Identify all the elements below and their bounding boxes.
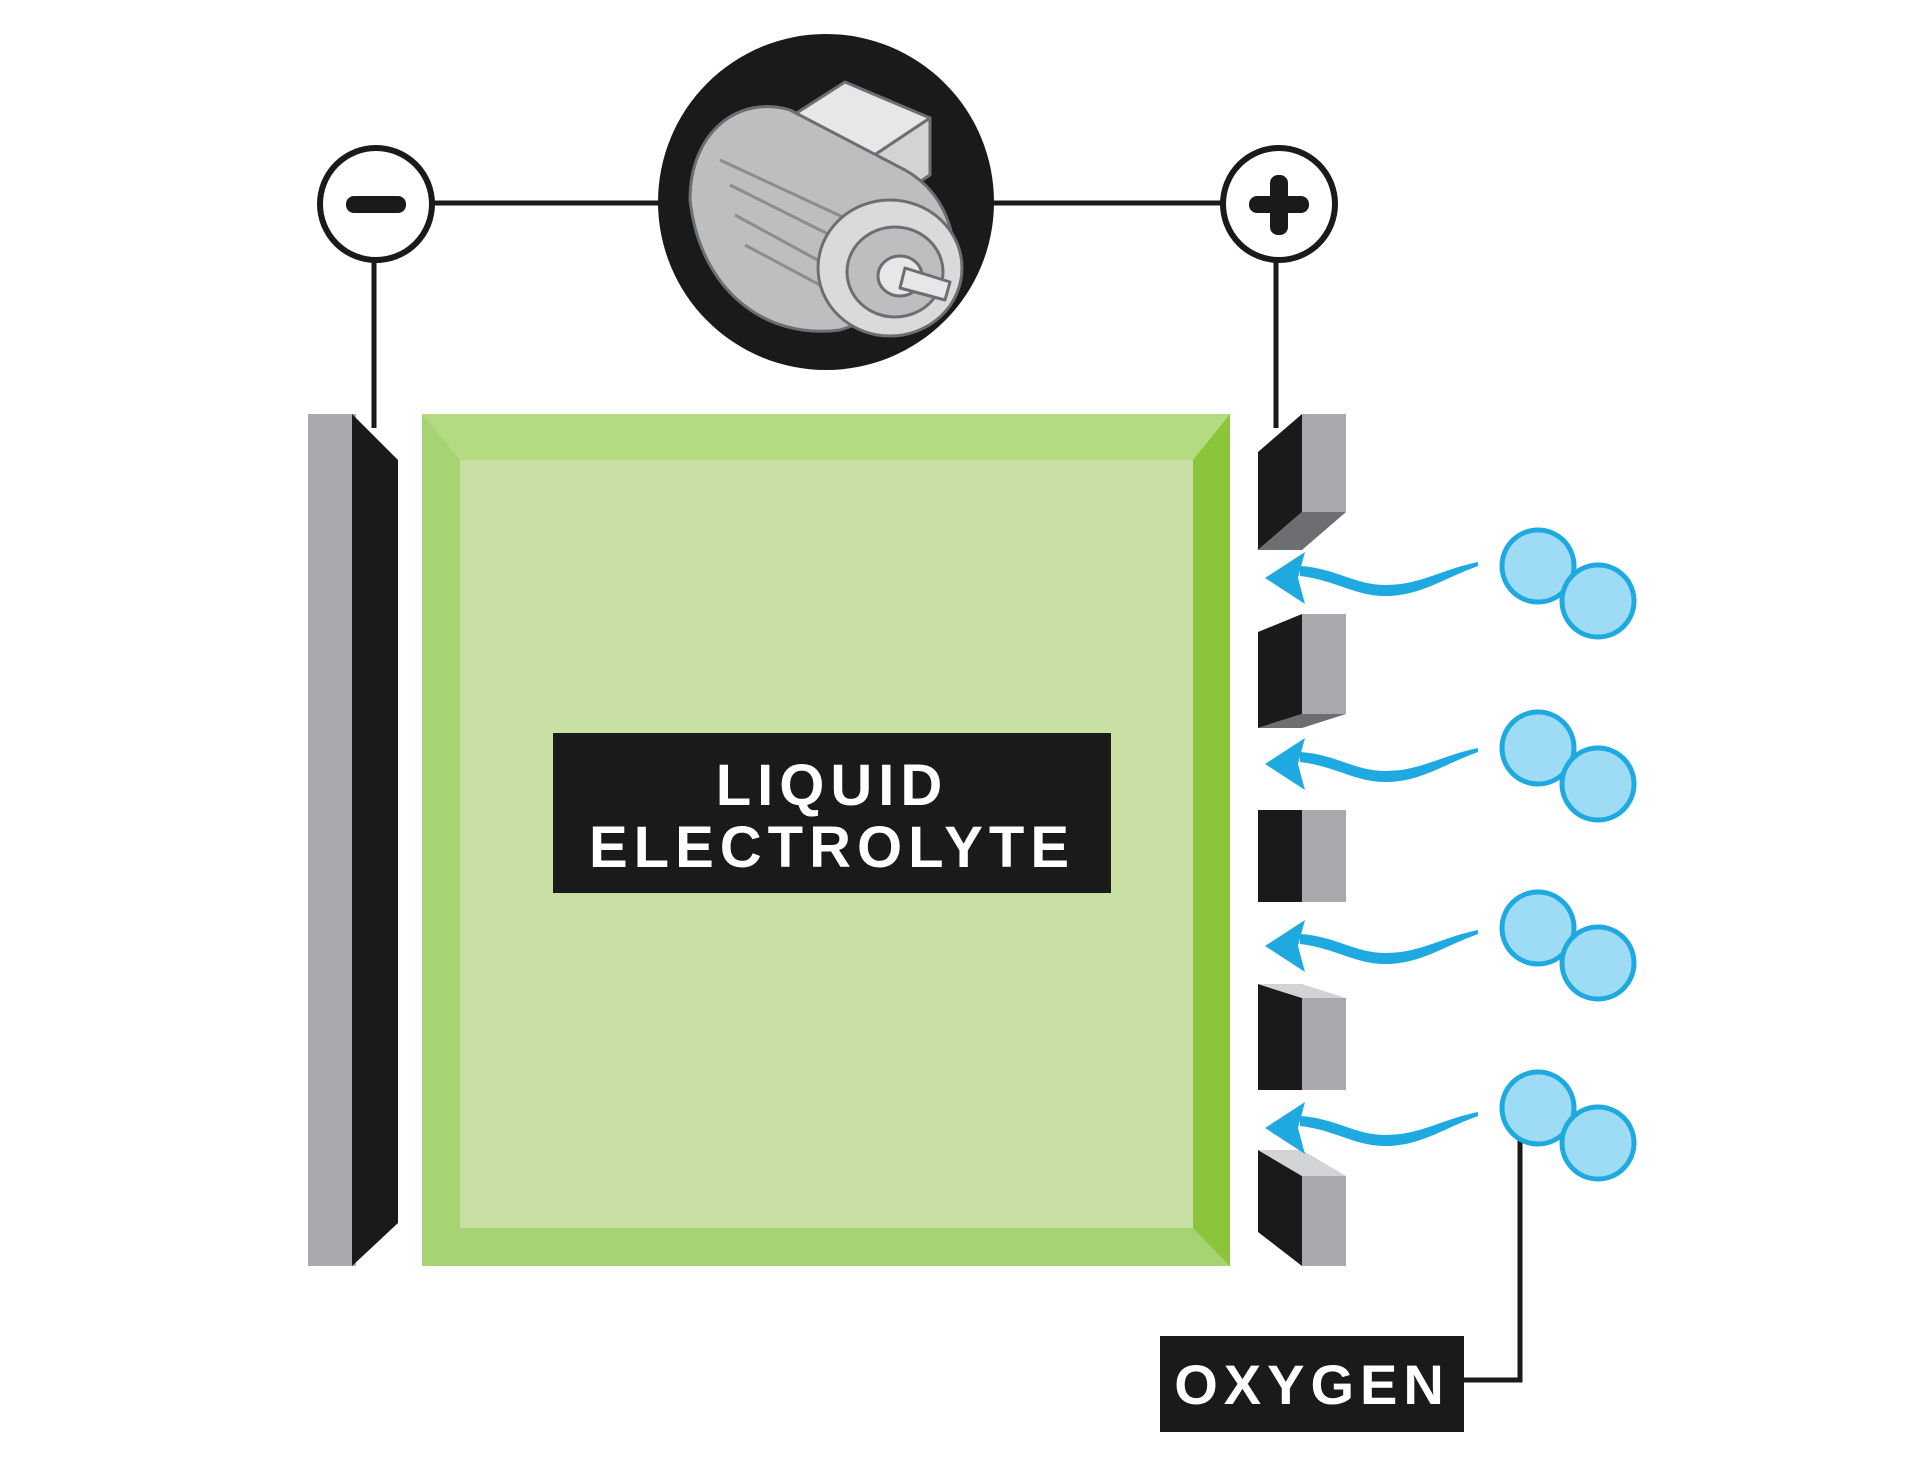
oxygen-molecules bbox=[1499, 527, 1637, 1182]
airflow-arrow-icon bbox=[1265, 738, 1478, 790]
anode-dark-face bbox=[352, 414, 398, 1266]
electrolyte-label-line1: LIQUID bbox=[716, 753, 949, 818]
positive-terminal bbox=[1220, 145, 1338, 263]
cathode-block bbox=[1258, 1150, 1346, 1266]
anode-gray-face bbox=[308, 414, 356, 1266]
airflow-arrows bbox=[1265, 552, 1478, 1154]
oxygen-label-text: OXYGEN bbox=[1174, 1353, 1450, 1416]
oxygen-molecule-icon bbox=[1499, 889, 1637, 1002]
oxygen-label-background bbox=[1160, 1336, 1464, 1432]
oxygen-molecule-icon bbox=[1499, 1069, 1637, 1182]
electric-motor-icon bbox=[658, 34, 994, 370]
oxygen-molecule-icon bbox=[1499, 709, 1637, 823]
cathode-block bbox=[1258, 984, 1346, 1090]
electrolyte-label-background bbox=[553, 733, 1111, 893]
electrolyte-frame-right-bevel bbox=[1193, 414, 1230, 1266]
electrolyte-label: LIQUID ELECTROLYTE bbox=[553, 733, 1111, 893]
airflow-arrow-icon bbox=[1265, 552, 1478, 604]
electrolyte-label-line2: ELECTROLYTE bbox=[589, 815, 1075, 880]
minus-icon bbox=[346, 196, 406, 213]
airflow-arrow-icon bbox=[1265, 920, 1478, 972]
plus-icon bbox=[1249, 175, 1309, 235]
cathode-electrode bbox=[1258, 414, 1346, 1266]
oxygen-molecule-icon bbox=[1499, 527, 1637, 640]
anode-electrode bbox=[308, 414, 398, 1266]
cathode-block bbox=[1258, 414, 1346, 550]
wire-oxygen-leader bbox=[1460, 1137, 1523, 1383]
negative-terminal bbox=[317, 145, 435, 263]
cathode-block bbox=[1258, 614, 1346, 728]
electrolyte-frame-top-bevel bbox=[422, 414, 1230, 460]
cathode-block bbox=[1258, 810, 1346, 902]
oxygen-label: OXYGEN bbox=[1160, 1336, 1464, 1432]
circuit-wires bbox=[371, 200, 1523, 1383]
airflow-arrow-icon bbox=[1265, 1102, 1478, 1154]
